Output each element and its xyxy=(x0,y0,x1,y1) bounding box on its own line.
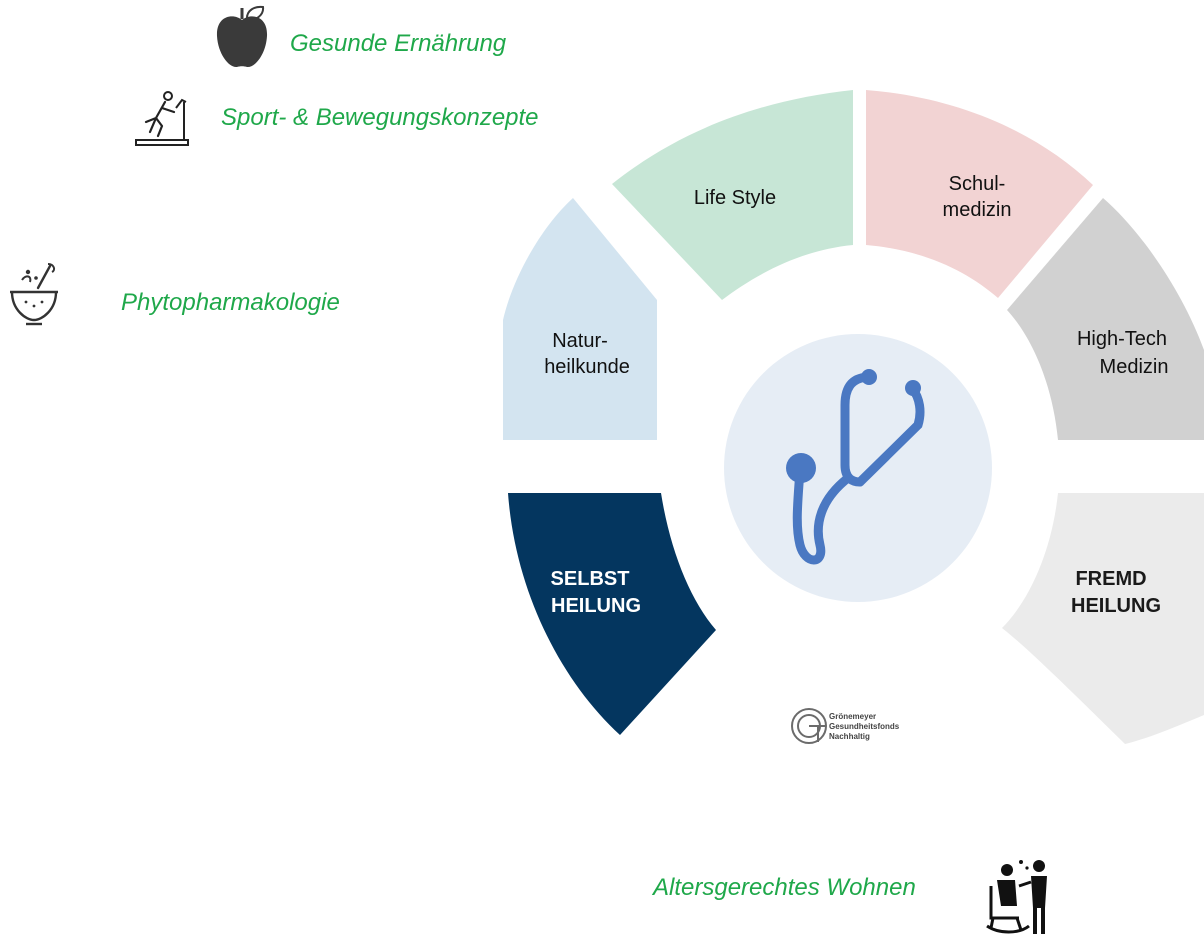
high-tech-label-line2: Medizin xyxy=(1100,356,1169,378)
high-tech-label-line1: High-Tech xyxy=(1077,328,1167,350)
label-altersgerechtes-wohnen: Altersgerechtes Wohnen xyxy=(653,874,916,901)
elderly-care-icon xyxy=(986,860,1047,934)
segment-high-tech xyxy=(1007,198,1204,440)
fremd-heilung-label-line2: HEILUNG xyxy=(1071,595,1161,617)
segment-schulmedizin xyxy=(866,90,1093,298)
segment-fremd-heilung xyxy=(1002,493,1204,744)
logo-line3: Nachhaltig xyxy=(829,732,870,741)
label-sport-bewegung: Sport- & Bewegungskonzepte xyxy=(221,104,539,131)
center-circle xyxy=(724,334,992,602)
segment-selbst-heilung xyxy=(508,493,716,735)
label-gesunde-ernaehrung: Gesunde Ernährung xyxy=(290,30,507,57)
stethoscope-chestpiece xyxy=(786,453,816,483)
logo-line2: Gesundheitsfonds xyxy=(829,722,900,731)
logo-line1: Grönemeyer xyxy=(829,712,876,721)
mortar-bowl-icon xyxy=(10,263,58,326)
naturheilkunde-label-line2: heilkunde xyxy=(544,356,630,378)
selbst-heilung-label-line2: HEILUNG xyxy=(551,595,641,617)
stethoscope-earpiece-left xyxy=(861,369,877,385)
selbst-heilung-label-line1: SELBST xyxy=(551,568,630,590)
schulmedizin-label-line1: Schul- xyxy=(949,173,1006,195)
stethoscope-earpiece-right xyxy=(905,380,921,396)
segment-naturheilkunde xyxy=(503,198,657,440)
label-phytopharmakologie: Phytopharmakologie xyxy=(121,289,340,316)
fremd-heilung-label-line1: FREMD xyxy=(1075,568,1146,590)
schulmedizin-label-line2: medizin xyxy=(943,199,1012,221)
life-style-label: Life Style xyxy=(694,187,776,209)
groenemeyer-logo: Grönemeyer Gesundheitsfonds Nachhaltig xyxy=(791,708,900,744)
apple-icon xyxy=(216,5,268,68)
naturheilkunde-label-line1: Natur- xyxy=(552,330,608,352)
treadmill-icon xyxy=(135,91,189,146)
segment-life-style xyxy=(612,90,853,300)
